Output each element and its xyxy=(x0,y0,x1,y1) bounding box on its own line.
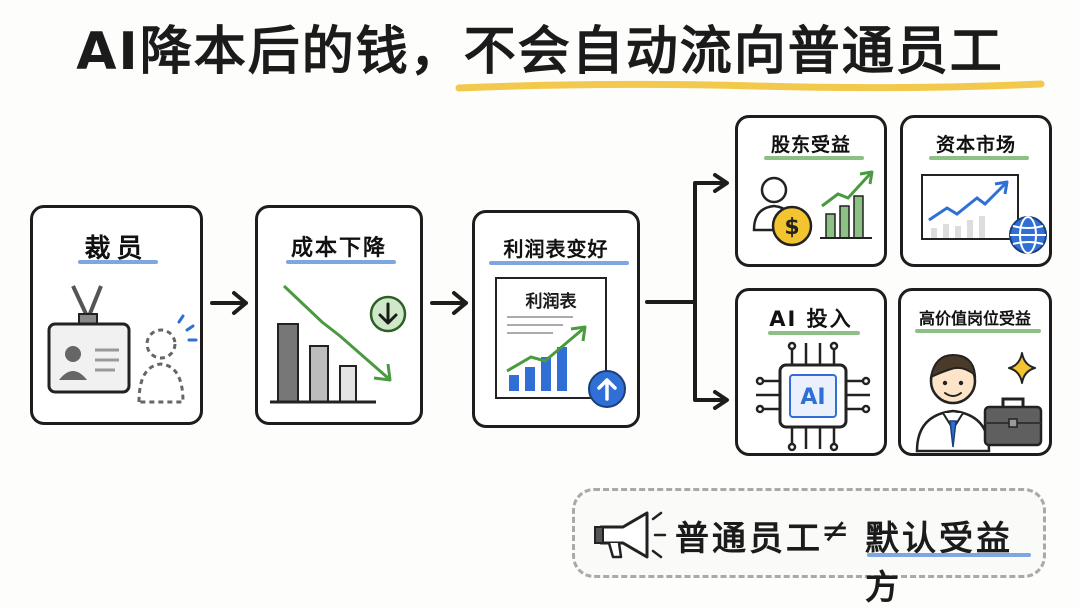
card-label: 高价值岗位受益 xyxy=(918,309,1031,328)
id-badge-icon xyxy=(47,285,131,394)
profit-chart-icon xyxy=(506,316,587,391)
coin-icon: $ xyxy=(771,205,813,247)
key-takeaway-box: 普通员工 ≠ 默认受益方 xyxy=(572,488,1046,608)
megaphone-icon xyxy=(594,511,667,559)
page-title: AI降本后的钱，不会自动流向普通员工 xyxy=(0,20,1080,84)
title-highlight-underline xyxy=(455,80,1045,92)
declining-bar-chart xyxy=(270,284,392,404)
title-part2: 不会自动流向普通员工 xyxy=(463,22,1004,82)
title-part1: AI降本后的钱， xyxy=(76,22,464,82)
flow-arrow xyxy=(210,291,248,315)
briefcase-icon xyxy=(983,397,1043,447)
card-label: 裁员 xyxy=(84,234,149,264)
up-arrow-icon xyxy=(588,370,626,408)
not-equal-symbol: ≠ xyxy=(821,511,853,551)
outcome-card-shareholders: 股东受益 $ xyxy=(735,115,887,267)
outcome-card-high-value-roles: 高价值岗位受益 xyxy=(898,288,1052,456)
outcome-card-ai-investment: AI 投入 AI xyxy=(735,288,887,456)
dashed-person-icon xyxy=(137,314,198,404)
chip-icon xyxy=(755,341,871,452)
label-underline xyxy=(764,156,864,160)
branch-connector xyxy=(645,173,729,410)
card-label: 股东受益 xyxy=(770,134,851,156)
flow-card-layoff: 裁员 xyxy=(30,205,203,425)
flow-card-cost-down: 成本下降 xyxy=(255,205,423,425)
card-label: 利润表变好 xyxy=(503,237,609,261)
chart-icon xyxy=(820,170,874,239)
label-underline xyxy=(915,329,1041,333)
outcome-card-capital-market: 资本市场 xyxy=(900,115,1052,267)
businessman-icon xyxy=(915,353,991,453)
card-label: 成本下降 xyxy=(290,236,387,261)
note-object: 默认受益方 xyxy=(865,519,1013,608)
globe-icon xyxy=(1009,216,1047,254)
flow-card-profit-up: 利润表变好 利润表 xyxy=(472,210,640,428)
chip-label: AI xyxy=(800,385,826,410)
label-underline xyxy=(78,260,158,264)
card-label: AI 投入 xyxy=(769,307,853,331)
card-label: 资本市场 xyxy=(935,134,1016,156)
sparkle-icon xyxy=(1008,352,1036,384)
note-underline xyxy=(867,553,1031,557)
label-underline xyxy=(929,156,1029,160)
income-statement-doc: 利润表 xyxy=(495,277,607,399)
doc-title: 利润表 xyxy=(525,292,577,312)
svg-text:$: $ xyxy=(784,215,799,240)
note-subject: 普通员工 xyxy=(675,519,823,559)
label-underline xyxy=(286,260,396,264)
down-arrow-icon xyxy=(369,295,407,333)
label-underline xyxy=(489,261,629,265)
label-underline xyxy=(768,331,860,335)
flow-arrow xyxy=(430,291,468,315)
market-chart-icon xyxy=(928,180,1009,238)
